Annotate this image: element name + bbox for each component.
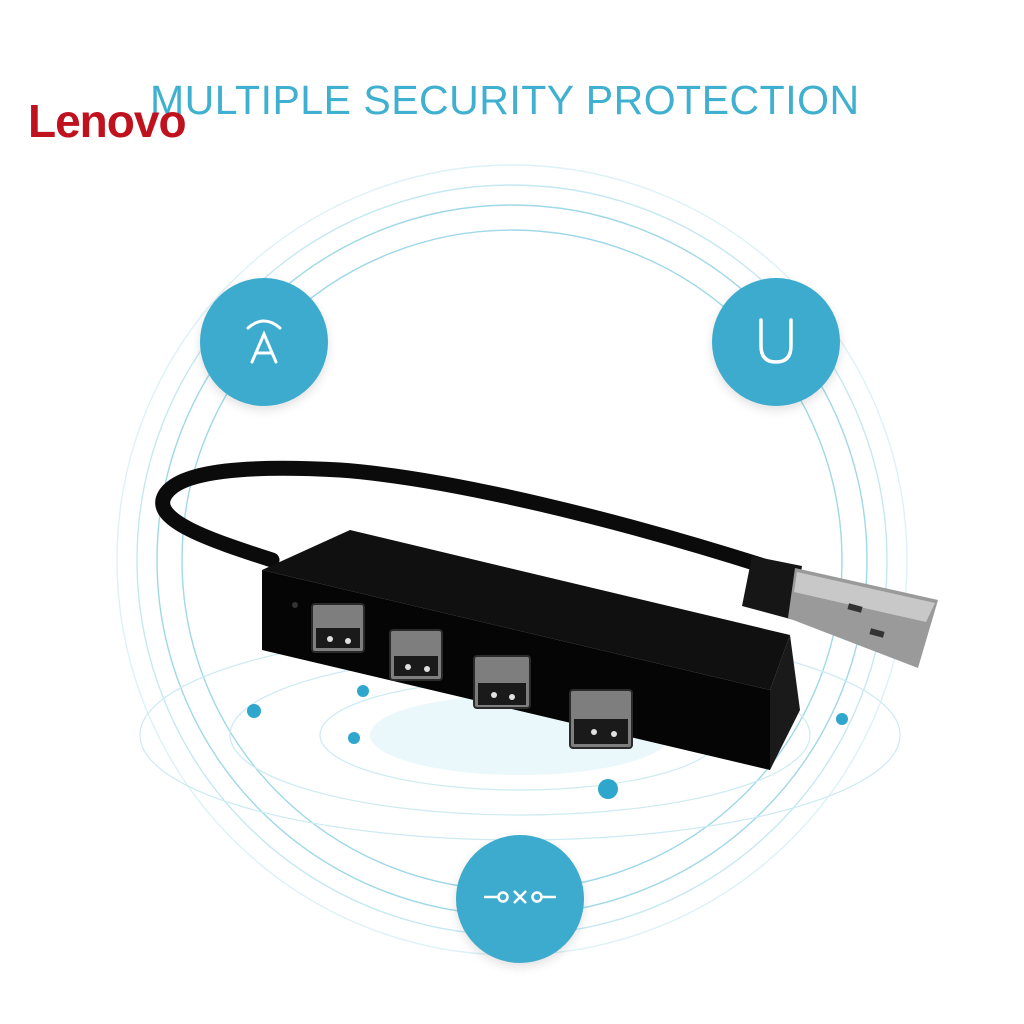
page-title: MULTIPLE SECURITY PROTECTION bbox=[150, 77, 860, 123]
security-badge-u bbox=[712, 278, 840, 406]
security-badge-a bbox=[200, 278, 328, 406]
usb-hub-illustration bbox=[155, 460, 938, 770]
u-shape-icon bbox=[751, 310, 801, 375]
circuit-switch-icon bbox=[482, 887, 558, 912]
security-badge-switch bbox=[456, 835, 584, 963]
signal-a-icon bbox=[234, 310, 294, 375]
brand-logo: Lenovo bbox=[28, 95, 187, 147]
decorative-dots bbox=[247, 685, 848, 799]
